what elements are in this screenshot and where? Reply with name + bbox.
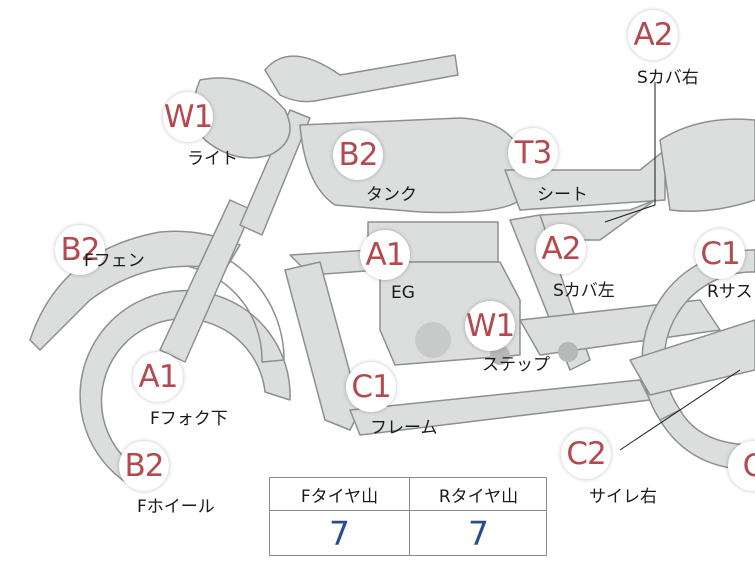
- part-label-frame: フレーム: [370, 418, 438, 438]
- part-label-rear-suspension: Rサス: [707, 282, 753, 302]
- grade-marker-front-fender: B2: [55, 225, 105, 275]
- grade-marker-engine: A1: [360, 230, 410, 280]
- grade-marker-rear-suspension: C1: [695, 229, 745, 279]
- frame-down: [284, 261, 361, 431]
- rear-tire-tread-value: 7: [468, 513, 489, 553]
- part-label-step: ステップ: [482, 355, 550, 375]
- leader-line-silencer: [619, 369, 741, 451]
- grade-marker-step: W1: [465, 301, 515, 351]
- handlebar: [264, 54, 459, 103]
- part-label-seat: シート: [537, 185, 588, 205]
- table-divider: [409, 478, 410, 555]
- grade-marker-seat: T3: [508, 128, 558, 178]
- grade-marker-front-fork-lower: A1: [133, 352, 183, 402]
- part-label-front-fender: Fフェン: [84, 251, 145, 271]
- part-label-front-wheel: Fホイール: [137, 497, 215, 517]
- grade-marker-side-cover-right: A2: [628, 10, 678, 60]
- grade-marker-tank: B2: [333, 130, 383, 180]
- part-label-side-cover-right: Sカバ右: [637, 68, 699, 88]
- part-label-tank: タンク: [366, 185, 417, 205]
- rear-cowl: [659, 118, 755, 212]
- grade-marker-side-cover-left: A2: [536, 224, 586, 274]
- grade-marker-front-wheel: B2: [119, 441, 169, 491]
- rear-tire-tread-header: Rタイヤ山: [410, 478, 547, 511]
- front-tire-tread-value: 7: [329, 513, 350, 553]
- tire-tread-table: Fタイヤ山 Rタイヤ山 7 7: [269, 477, 547, 556]
- part-label-engine: EG: [391, 283, 415, 303]
- leader-line-side-cover: [604, 82, 656, 223]
- grade-marker-light: W1: [163, 92, 213, 142]
- part-label-light: ライト: [187, 149, 238, 169]
- part-label-silencer-right: サイレ右: [589, 487, 657, 507]
- part-label-side-cover-left: Sカバ左: [553, 281, 615, 301]
- engine-cover: [415, 322, 451, 358]
- part-label-front-fork-lower: Fフォク下: [150, 409, 228, 429]
- step-peg-rear: [558, 342, 578, 362]
- grade-marker-frame: C1: [346, 362, 396, 412]
- muffler: [629, 319, 755, 396]
- grade-marker-silencer-right: C2: [561, 429, 611, 479]
- front-tire: [79, 289, 291, 486]
- front-tire-tread-header: Fタイヤ山: [270, 478, 409, 511]
